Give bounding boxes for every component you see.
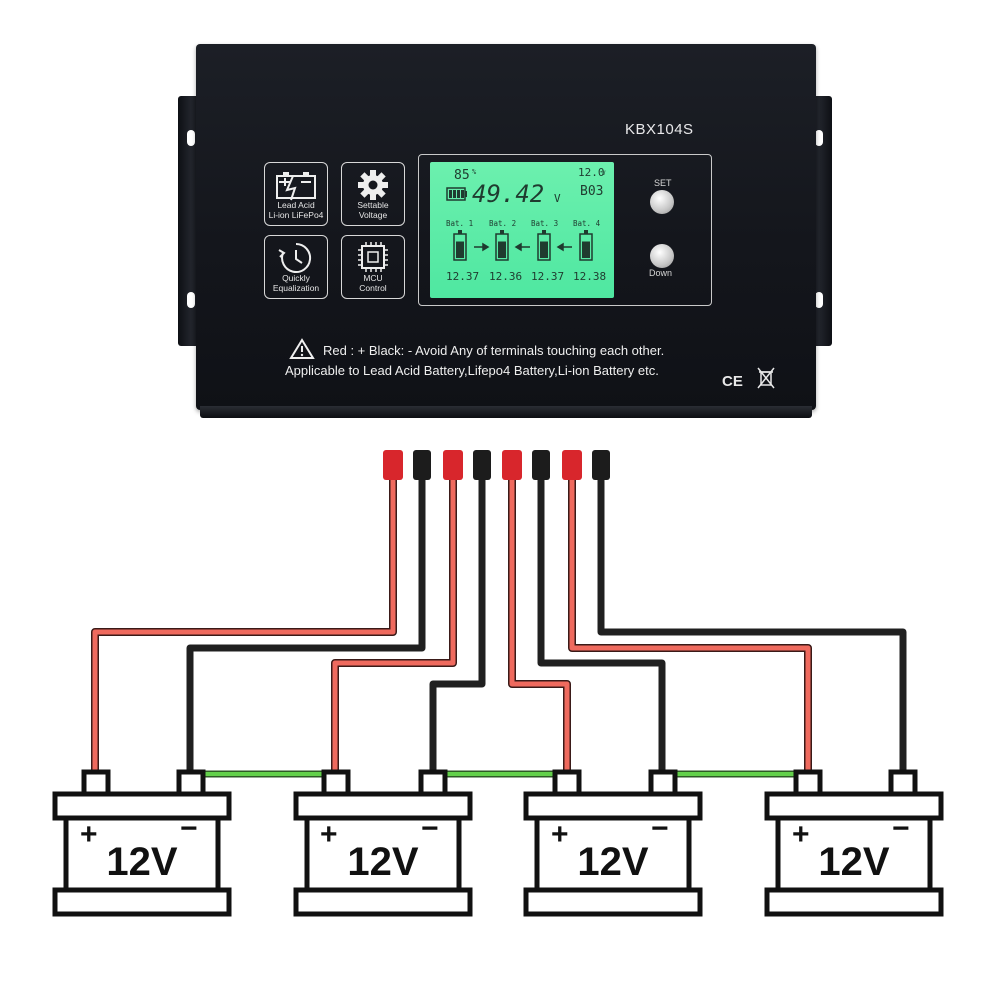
model-name: KBX104S xyxy=(625,121,694,138)
set-button[interactable] xyxy=(650,190,674,214)
battery-4-label: 12V xyxy=(818,840,890,884)
percent-value: 85 xyxy=(454,168,470,183)
percent-unit: % xyxy=(472,168,477,176)
mode-code: B03 xyxy=(580,184,604,199)
display-panel xyxy=(418,154,712,306)
lcd-screen: 85 % 49.42 V 12.0 V B03 Bat. 1 Bat. 2 Ba… xyxy=(430,162,614,298)
battery-2-voltage: 12.36 xyxy=(489,270,523,283)
connector-plugs xyxy=(383,450,610,480)
warning-text: Red : + Black: - Avoid Any of terminals … xyxy=(285,341,665,381)
down-button[interactable] xyxy=(650,244,674,268)
battery-2-plus: + xyxy=(320,818,338,851)
battery-1-plus: + xyxy=(80,818,98,851)
weee-bin-icon xyxy=(757,367,775,389)
set-voltage: 12.0 xyxy=(578,166,605,179)
warning-icon xyxy=(289,338,315,359)
chip-icon xyxy=(358,242,388,272)
clock-icon xyxy=(278,242,312,273)
battery-outlines xyxy=(52,769,944,917)
battery-1-label: 12V xyxy=(106,840,178,884)
battery-4-name: Bat. 4 xyxy=(573,219,601,228)
device-bottom-edge xyxy=(200,406,812,418)
battery-type-icon xyxy=(276,172,316,201)
battery-4-minus: − xyxy=(892,812,910,845)
battery-3-label: 12V xyxy=(577,840,649,884)
lcd-cell-indicators xyxy=(453,230,593,261)
battery-2-name: Bat. 2 xyxy=(489,219,517,228)
battery-1-name: Bat. 1 xyxy=(446,219,474,228)
total-voltage: 49.42 xyxy=(472,180,545,208)
battery-3-minus: − xyxy=(651,812,669,845)
set-voltage-unit: V xyxy=(602,170,606,177)
total-voltage-unit: V xyxy=(554,192,561,205)
battery-1-voltage: 12.37 xyxy=(446,270,480,283)
ce-mark: CE xyxy=(722,373,743,390)
cell-fill-3 xyxy=(540,241,548,258)
cell-fill-1 xyxy=(456,241,464,258)
battery-4-voltage: 12.38 xyxy=(573,270,607,283)
warning-line-1: Red : + Black: - Avoid Any of terminals … xyxy=(323,343,665,358)
battery-2-label: 12V xyxy=(347,840,419,884)
battery-1-minus: − xyxy=(180,812,198,845)
battery-3-plus: + xyxy=(551,818,569,851)
battery-4-plus: + xyxy=(792,818,810,851)
battery-3-name: Bat. 3 xyxy=(531,219,559,228)
gear-icon xyxy=(358,170,388,200)
down-button-label: Down xyxy=(649,268,673,278)
cell-fill-4 xyxy=(582,241,590,258)
battery-2-minus: − xyxy=(421,812,439,845)
cell-fill-2 xyxy=(498,241,506,258)
total-battery-icon xyxy=(446,187,467,201)
warning-line-2: Applicable to Lead Acid Battery,Lifepo4 … xyxy=(285,363,659,378)
cell-fill-bars xyxy=(456,241,590,258)
set-button-label: SET xyxy=(654,178,672,188)
battery-3-voltage: 12.37 xyxy=(531,270,565,283)
